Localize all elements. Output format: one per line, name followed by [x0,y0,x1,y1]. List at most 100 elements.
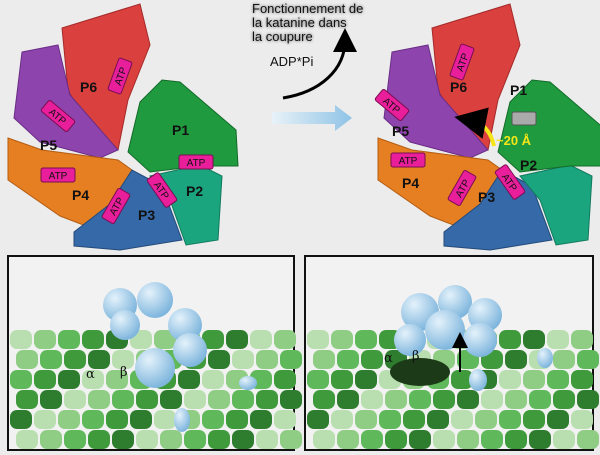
tubulin-subunit [553,390,575,409]
tubulin-subunit [280,430,302,449]
tubulin-subunit [58,410,80,429]
diagram-title: Fonctionnement de la katanine dans la co… [252,2,363,44]
tubulin-subunit [355,410,377,429]
tubulin-subunit [361,350,383,369]
tubulin-subunit [571,410,593,429]
tubulin-subunit [202,370,224,389]
tubulin-subunit [82,330,104,349]
tubulin-subunit [571,370,593,389]
tubulin-subunit [64,430,86,449]
tubulin-subunit [10,370,32,389]
tubulin-subunit [409,430,431,449]
atp-badge: ATP [107,57,133,95]
tubulin-subunit [250,330,272,349]
alpha-label: α [384,351,393,366]
tubulin-subunit [523,370,545,389]
svg-text:ATP: ATP [49,171,68,182]
tubulin-subunit [379,410,401,429]
tubulin-subunit [433,430,455,449]
tubulin-subunit [232,390,254,409]
tubulin-subunit [274,370,296,389]
transition-arrow [272,105,352,131]
tubulin-subunit [547,330,569,349]
tubulin-subunit [88,390,110,409]
tubulin-subunit [154,410,176,429]
label-p1: P1 [172,122,189,138]
reaction-label: ADP*Pi [270,54,314,69]
tubulin-subunit [34,410,56,429]
tubulin-subunit [280,390,302,409]
label-p2: P2 [186,183,203,199]
tubulin-subunit [523,410,545,429]
tubulin-subunit [178,370,200,389]
label-p3: P3 [478,189,495,205]
tubulin-subunit [331,370,353,389]
tubulin-subunit [553,430,575,449]
label-p4: P4 [72,187,89,203]
tubulin-subunit [499,330,521,349]
tubulin-subunit [226,330,248,349]
tubulin-subunit [433,390,455,409]
tubulin-subunit [529,430,551,449]
tubulin-subunit [154,330,176,349]
tubulin-subunit [577,430,599,449]
tubulin-subunit [232,350,254,369]
tubulin-subunit [10,410,32,429]
tubulin-subunit [64,390,86,409]
tubulin-subunit [451,410,473,429]
svg-text:ATP: ATP [187,158,206,169]
tubulin-subunit [40,390,62,409]
tubulin-subunit [106,410,128,429]
tubulin-subunit [457,430,479,449]
tubulin-subunit [34,330,56,349]
tubulin-subunit [10,330,32,349]
tubulin-subunit [331,330,353,349]
tubulin-subunit [451,370,473,389]
tubulin-subunit [256,350,278,369]
tubulin-subunit [208,430,230,449]
katanin-spheres [394,285,553,391]
hydrolysis-arrow [282,28,357,100]
hexamer-after: ~20 Å P6 P5 P4 P3 P2 P1 ATP ATP ATP ATP … [373,3,600,251]
tubulin-subunit [571,330,593,349]
tubulin-subunit [82,410,104,429]
tubulin-subunit [505,350,527,369]
label-p3: P3 [138,207,155,223]
tubulin-subunit [274,330,296,349]
tubulin-subunit [313,390,335,409]
tubulin-subunit [427,410,449,429]
tubulin-subunit [112,390,134,409]
tubulin-subunit [355,330,377,349]
label-p5: P5 [40,137,57,153]
tubulin-subunit [16,350,38,369]
tubulin-subunit [505,430,527,449]
tubulin-subunit [202,410,224,429]
label-p1: P1 [510,82,527,98]
beta-label: β [412,349,420,364]
panel-after: α β [304,255,599,451]
tubulin-subunit [16,430,38,449]
distance-label: ~20 Å [496,133,532,148]
tubulin-subunit [499,370,521,389]
tubulin-subunit [136,390,158,409]
tubulin-subunit [160,390,182,409]
tubulin-subunit [385,390,407,409]
tubulin-subunit [40,350,62,369]
tubulin-subunit [34,370,56,389]
tubulin-subunit [547,410,569,429]
label-p2: P2 [520,157,537,173]
tubulin-subunit [499,410,521,429]
tubulin-subunit [337,390,359,409]
tubulin-subunit [547,370,569,389]
tubulin-subunit [577,350,599,369]
tubulin-subunit [184,430,206,449]
tubulin-subunit [88,430,110,449]
tubulin-subunit [64,350,86,369]
svg-text:ATP: ATP [399,156,418,167]
atp-badge: ATP [390,152,426,168]
tubulin-subunit [307,330,329,349]
title-line: la katanine dans [252,15,347,30]
tubulin-subunit [457,390,479,409]
tubulin-subunit [256,430,278,449]
